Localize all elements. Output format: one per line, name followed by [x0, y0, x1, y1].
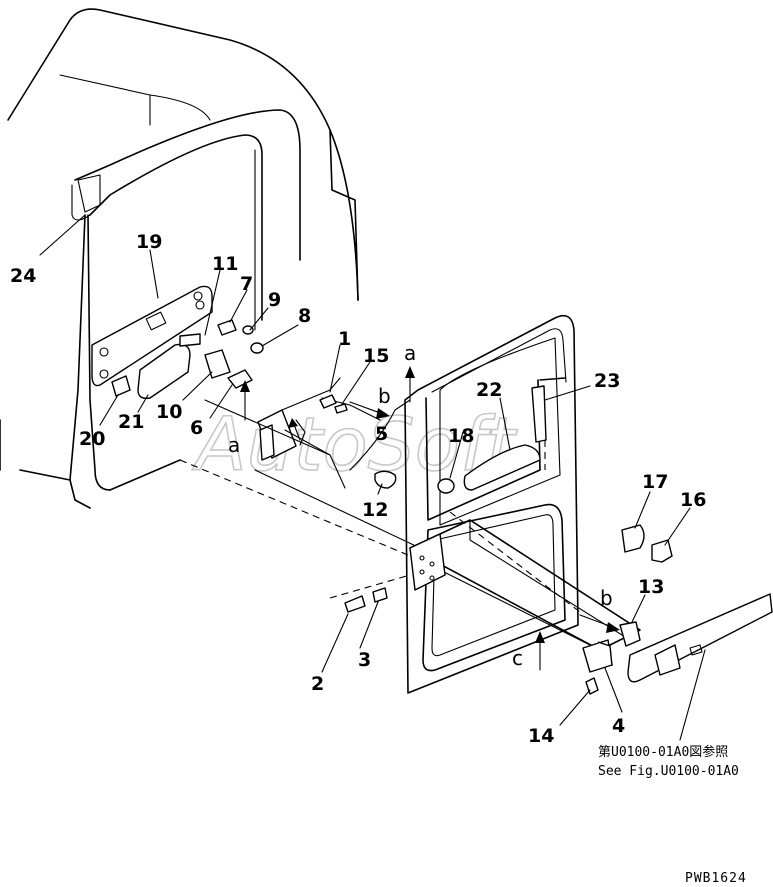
- callout-10: 10: [156, 401, 182, 423]
- reference-note-en: See Fig.U0100-01A0: [598, 764, 739, 779]
- view-letter-b: b: [378, 384, 391, 408]
- watermark: AutoSoft: [192, 402, 518, 488]
- callout-6: 6: [190, 417, 203, 439]
- callout-22: 22: [476, 379, 502, 401]
- drawing-code: PWB1624: [685, 871, 747, 886]
- leader-lines: [39, 214, 706, 741]
- callouts: 1 2 3 4 5 6 7 8 9 10 11 12 13 14 15 16 1…: [10, 231, 706, 747]
- callout-2: 2: [311, 673, 324, 695]
- striker-assembly: [91, 285, 231, 400]
- cab-shell: [0, 8, 359, 509]
- view-letter-a: a: [228, 433, 240, 457]
- callout-18: 18: [448, 425, 474, 447]
- callout-14: 14: [528, 725, 554, 747]
- door-panel: [404, 314, 579, 694]
- callout-23: 23: [594, 370, 620, 392]
- lock-mechanism: [179, 377, 421, 561]
- view-letter-a: a: [404, 341, 416, 365]
- callout-21: 21: [118, 411, 144, 433]
- view-arrows: [240, 366, 620, 671]
- small-hardware: [217, 319, 264, 389]
- callout-4: 4: [612, 715, 625, 737]
- callout-5: 5: [375, 423, 388, 445]
- view-letters: a a b b c: [228, 341, 613, 670]
- callout-8: 8: [298, 305, 311, 327]
- callout-20: 20: [79, 428, 105, 450]
- trim-panel: [627, 593, 773, 683]
- callout-9: 9: [268, 289, 281, 311]
- callout-24: 24: [10, 265, 36, 287]
- callout-19: 19: [136, 231, 162, 253]
- hinge-bar: [254, 385, 673, 695]
- callout-1: 1: [338, 328, 351, 350]
- callout-16: 16: [680, 489, 706, 511]
- callout-13: 13: [638, 576, 664, 598]
- callout-15: 15: [363, 345, 389, 367]
- view-letter-c: c: [512, 646, 523, 670]
- callout-17: 17: [642, 471, 668, 493]
- callout-3: 3: [358, 649, 371, 671]
- callout-12: 12: [362, 499, 388, 521]
- view-letter-b: b: [600, 586, 613, 610]
- reference-note-jp: 第U0100-01A0図参照: [598, 744, 728, 760]
- callout-7: 7: [240, 273, 253, 295]
- callout-11: 11: [212, 253, 238, 275]
